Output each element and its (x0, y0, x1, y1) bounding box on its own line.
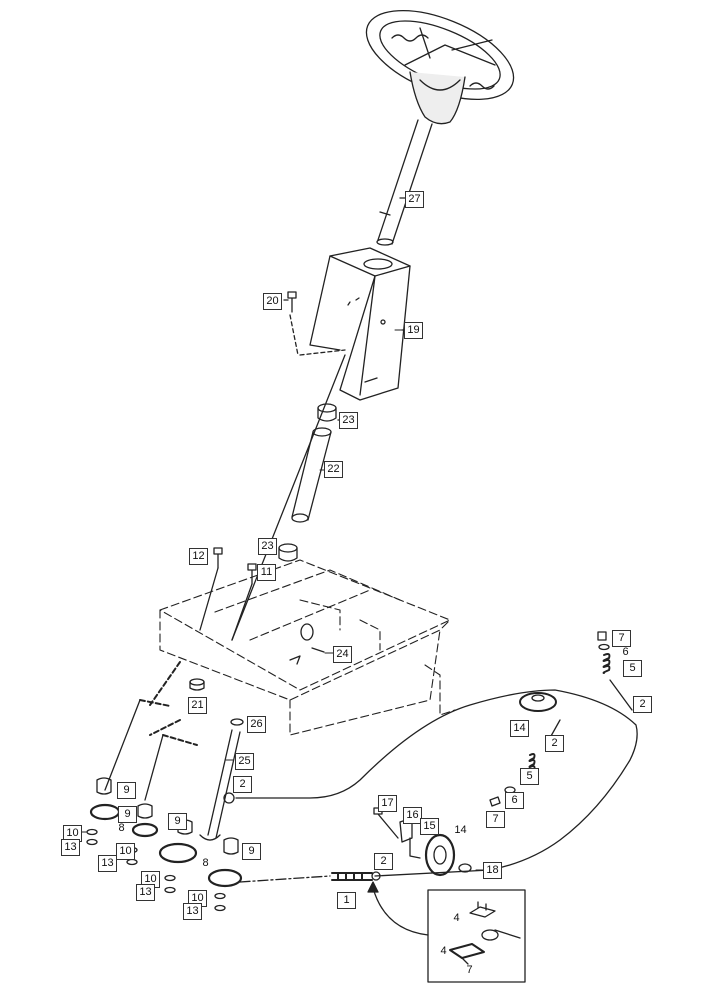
callout-2-cable-end: 2 (233, 776, 252, 793)
leader-dashed (299, 349, 346, 356)
callout-22: 22 (324, 461, 343, 478)
bolt (213, 547, 223, 569)
leader-ticks (77, 197, 489, 871)
callout-6-left: 6 (505, 792, 524, 809)
callout-4-inset-upper: 4 (453, 912, 460, 924)
callout-9-a: 9 (117, 782, 136, 799)
callout-11: 11 (257, 564, 276, 581)
callout-13-a: 13 (61, 839, 80, 856)
tension-spring-right (597, 631, 633, 711)
bolt (247, 563, 257, 585)
callout-2-chain: 2 (374, 853, 393, 870)
callout-13-d: 13 (183, 903, 202, 920)
belt-route-dashed (139, 661, 198, 746)
callout-2-right: 2 (633, 696, 652, 713)
column-bracket (309, 247, 411, 401)
callout-19: 19 (404, 322, 423, 339)
callout-16: 16 (403, 807, 422, 824)
inset-arrow-line (372, 887, 429, 936)
callout-10-b: 10 (116, 843, 135, 860)
callout-26: 26 (247, 716, 266, 733)
callout-7-inset: 7 (466, 964, 473, 976)
callout-8-b: 8 (202, 857, 209, 869)
callout-10-c: 10 (141, 871, 160, 888)
callout-23-lower: 23 (258, 538, 277, 555)
callout-14-idler: 14 (454, 824, 467, 836)
callout-13-b: 13 (98, 855, 117, 872)
callout-8-a: 8 (118, 822, 125, 834)
callout-27: 27 (405, 191, 424, 208)
mower-frame (159, 559, 456, 736)
belt-line (104, 699, 141, 791)
callout-10-a: 10 (63, 825, 82, 842)
callout-15: 15 (420, 818, 439, 835)
callout-9-d: 9 (242, 843, 261, 860)
callout-7-left: 7 (486, 811, 505, 828)
chain-path (239, 875, 331, 883)
callout-2-rod: 2 (545, 735, 564, 752)
arrow-head (367, 881, 379, 893)
drive-shaft (199, 729, 241, 841)
callout-7-right: 7 (612, 630, 631, 647)
bushing-upper (317, 403, 337, 422)
callout-20: 20 (263, 293, 282, 310)
callout-5-left: 5 (520, 768, 539, 785)
leader-line (199, 567, 219, 631)
callout-9-c: 9 (168, 813, 187, 830)
pivot-pin (289, 623, 325, 665)
pulley (519, 692, 557, 712)
bolt (283, 291, 297, 313)
washer (189, 678, 205, 691)
steering-cable (223, 689, 638, 881)
belt-line (144, 734, 164, 801)
callout-21: 21 (188, 697, 207, 714)
washer (230, 718, 244, 726)
inset-detail (427, 889, 526, 983)
steering-shaft (376, 119, 433, 246)
callout-12: 12 (189, 548, 208, 565)
callout-18: 18 (483, 862, 502, 879)
callout-23-upper: 23 (339, 412, 358, 429)
callout-1: 1 (337, 892, 356, 909)
callout-24: 24 (333, 646, 352, 663)
callout-5-right: 5 (623, 660, 642, 677)
callout-9-b: 9 (118, 806, 137, 823)
bushing-lower (278, 543, 298, 562)
leader-dashed (289, 314, 299, 356)
callout-4-inset-lower: 4 (440, 945, 447, 957)
callout-14-top: 14 (510, 720, 529, 737)
callout-6-right: 6 (622, 646, 629, 658)
drive-chain (331, 872, 373, 881)
callout-13-c: 13 (136, 884, 155, 901)
steering-wheel (365, 9, 515, 125)
leader-line (231, 354, 346, 641)
callout-17: 17 (378, 795, 397, 812)
leader-line (231, 583, 253, 641)
sprocket (89, 803, 243, 888)
callout-25: 25 (235, 753, 254, 770)
